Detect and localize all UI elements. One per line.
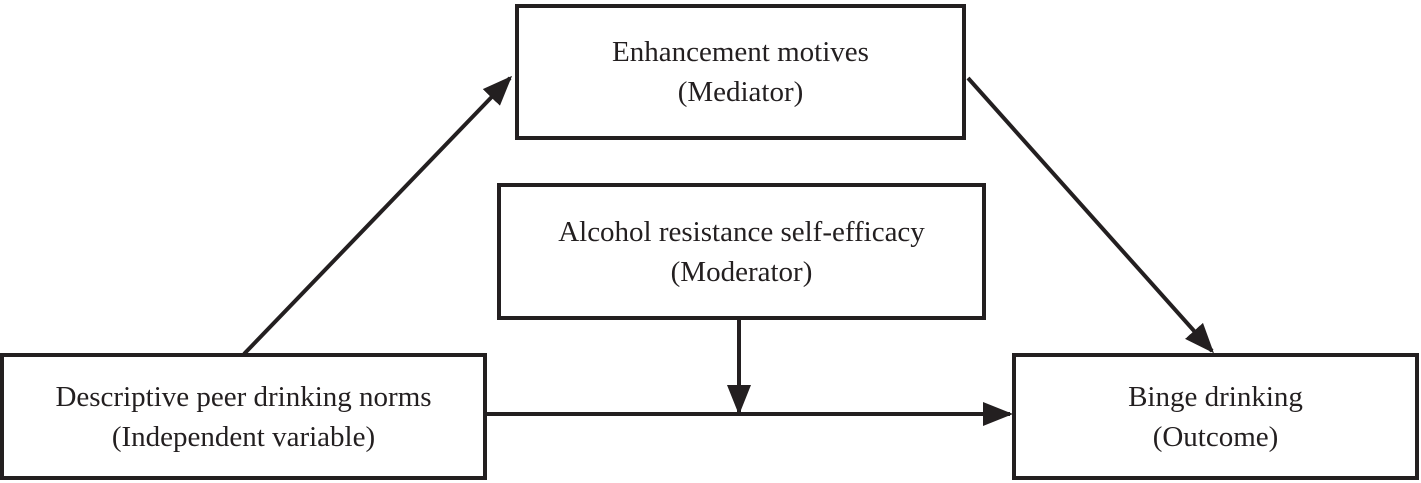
independent-variable-box: Descriptive peer drinking norms (Indepen… bbox=[0, 353, 487, 480]
arrow-mediator-to-outcome bbox=[966, 76, 1214, 354]
mediator-role: (Mediator) bbox=[677, 76, 804, 108]
independent-variable-role: (Independent variable) bbox=[111, 420, 376, 453]
independent-variable-label: Descriptive peer drinking norms bbox=[55, 380, 432, 413]
mediator-box: Enhancement motives (Mediator) bbox=[515, 4, 966, 140]
moderator-role: (Moderator) bbox=[670, 255, 813, 288]
outcome-box: Binge drinking (Outcome) bbox=[1012, 353, 1419, 480]
mediator-label: Enhancement motives bbox=[612, 36, 869, 68]
outcome-role: (Outcome) bbox=[1152, 420, 1279, 453]
arrow-iv-to-mediator bbox=[242, 75, 513, 356]
moderator-label: Alcohol resistance self-efficacy bbox=[558, 215, 925, 248]
outcome-label: Binge drinking bbox=[1128, 380, 1303, 413]
moderator-box: Alcohol resistance self-efficacy (Modera… bbox=[497, 183, 986, 320]
